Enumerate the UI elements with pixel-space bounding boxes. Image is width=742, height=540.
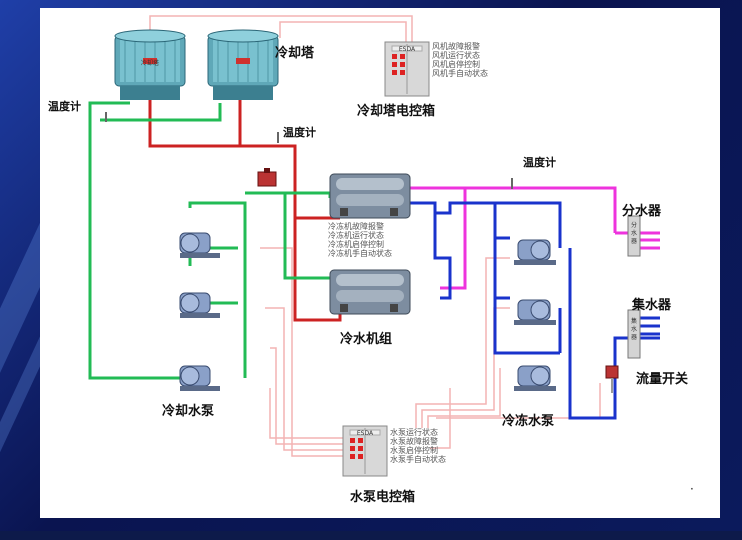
tower-signal: 风机启停控制 — [432, 60, 480, 69]
tower-signal: 风机运行状态 — [432, 51, 480, 60]
diagram-panel: 冷却塔 冷却塔 温度计 温度计 温度计 冷却塔电控箱 ESDA 风机故障报警 风… — [40, 8, 720, 518]
chiller-signal: 冷冻机启停控制 — [328, 240, 384, 249]
tower-control-box — [384, 41, 430, 97]
pump-signal: 水泵故障报警 — [390, 437, 438, 446]
chiller-signal: 冷冻机故障报警 — [328, 222, 384, 231]
cooling-pump-1 — [179, 232, 220, 258]
pump-box-signal-list: 水泵运行状态 水泵故障报警 水泵启停控制 水泵手自动状态 — [390, 428, 446, 464]
temp-gauge-left-label: 温度计 — [48, 100, 81, 113]
collector-tag: 集水器 — [630, 318, 637, 341]
distributor-label: 分水器 — [622, 204, 662, 219]
chiller-signal: 冷冻机运行状态 — [328, 231, 384, 240]
tower-box-signal-list: 风机故障报警 风机运行状态 风机启停控制 风机手自动状态 — [432, 42, 488, 78]
pump-signal: 水泵手自动状态 — [390, 455, 446, 464]
tower-signal: 风机故障报警 — [432, 42, 480, 51]
chiller-1 — [329, 173, 411, 219]
chiller-signal: 冷冻机手自动状态 — [328, 249, 392, 258]
temp-gauge-mid-label: 温度计 — [283, 126, 316, 139]
hvac-diagram — [88, 15, 660, 477]
tower-sign: 冷却塔 — [140, 60, 159, 67]
tower-box-sign: ESDA — [398, 46, 416, 53]
tower-signal: 风机手自动状态 — [432, 69, 488, 78]
temp-gauge-right-label: 温度计 — [523, 156, 556, 169]
chilled-pump-3 — [514, 365, 556, 391]
chilled-return-pipe — [410, 201, 660, 420]
chiller-2 — [329, 269, 411, 315]
pump-control-box — [342, 425, 388, 477]
tower-control-box-label: 冷却塔电控箱 — [357, 104, 436, 119]
pump-box-sign: ESDA — [356, 430, 374, 437]
cooling-pump-3 — [179, 365, 220, 391]
flow-switch-label: 流量开关 — [636, 372, 689, 387]
valve — [257, 168, 277, 187]
pump-control-box-label: 水泵电控箱 — [350, 490, 416, 505]
pump-signal: 水泵运行状态 — [390, 428, 438, 437]
distributor-tag: 分水器 — [630, 222, 637, 245]
pump-signal: 水泵启停控制 — [390, 446, 438, 455]
decorative-dot: · — [690, 482, 694, 496]
cooling-tower-2 — [207, 29, 279, 100]
distributor-header — [627, 215, 641, 257]
chilled-pump-label: 冷冻水泵 — [502, 414, 555, 429]
flow-switch — [605, 365, 619, 393]
cooling-pump-2 — [179, 292, 220, 318]
cooling-pump-label: 冷却水泵 — [162, 404, 215, 419]
cooling-tower-1 — [114, 29, 186, 100]
chilled-pump-2 — [514, 299, 556, 325]
collector-header — [627, 309, 641, 359]
cooling-tower-label: 冷却塔 — [275, 46, 315, 61]
chiller-unit-label: 冷水机组 — [340, 332, 393, 347]
collector-label: 集水器 — [632, 298, 672, 313]
chilled-pump-1 — [514, 239, 556, 265]
chiller-signal-list: 冷冻机故障报警 冷冻机运行状态 冷冻机启停控制 冷冻机手自动状态 — [328, 222, 392, 258]
